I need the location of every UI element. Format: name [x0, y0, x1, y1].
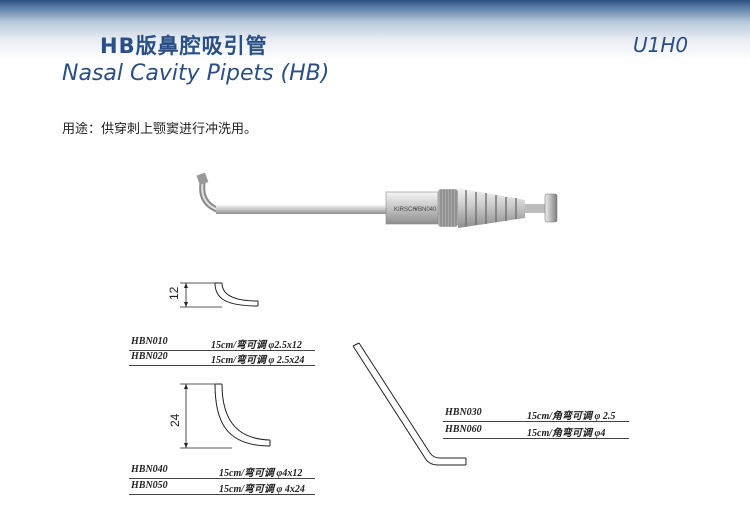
spec-row: HBN030 15cm/角弯可调 φ 2.5	[443, 406, 629, 422]
product-description: 15cm/弯可调 φ2.5x12	[211, 340, 302, 351]
product-description: 15cm/弯可调 φ 4x24	[219, 484, 305, 495]
tip-diagram-24: 24	[168, 383, 271, 449]
product-description: 15cm/弯可调 φ 2.5x24	[211, 355, 305, 366]
product-description: 15cm/角弯可调 φ 2.5	[527, 411, 616, 422]
spec-row: HBN020 15cm/弯可调 φ 2.5x24	[129, 350, 315, 366]
product-code: HBN040	[131, 464, 168, 475]
spec-row: HBN010 15cm/弯可调 φ2.5x12	[129, 335, 315, 351]
spec-row: HBN060 15cm/角弯可调 φ4	[443, 423, 629, 439]
product-code: HBN060	[445, 424, 482, 435]
tip-diagram-12: 12	[167, 282, 259, 308]
usage-description: 用途：供穿刺上颚窦进行冲洗用。	[62, 122, 258, 137]
product-code: HBN010	[131, 336, 168, 347]
spec-row: HBN040 15cm/弯可调 φ4x12	[129, 463, 315, 479]
product-description: 15cm/角弯可调 φ4	[527, 428, 606, 439]
spec-row: HBN050 15cm/弯可调 φ 4x24	[129, 479, 315, 495]
product-code: HBN020	[131, 351, 168, 362]
product-code: HBN050	[131, 480, 168, 491]
product-code: HBN030	[445, 407, 482, 418]
product-description: 15cm/弯可调 φ4x12	[219, 468, 303, 479]
pipet-instrument-image: KIRSCH VBN040	[196, 172, 558, 228]
page-title-english: Nasal Cavity Pipets (HB)	[62, 61, 330, 86]
header-band	[0, 0, 750, 100]
catalog-code: U1H0	[633, 33, 689, 57]
dimension-label-24: 24	[168, 413, 182, 427]
page-title-chinese: HB版鼻腔吸引管	[100, 34, 268, 58]
handle-engraving: VBN040	[414, 207, 437, 213]
tip-diagram-angled	[352, 342, 467, 466]
svg-text:KIRSCH: KIRSCH	[394, 207, 417, 213]
dimension-label-12: 12	[167, 286, 181, 300]
